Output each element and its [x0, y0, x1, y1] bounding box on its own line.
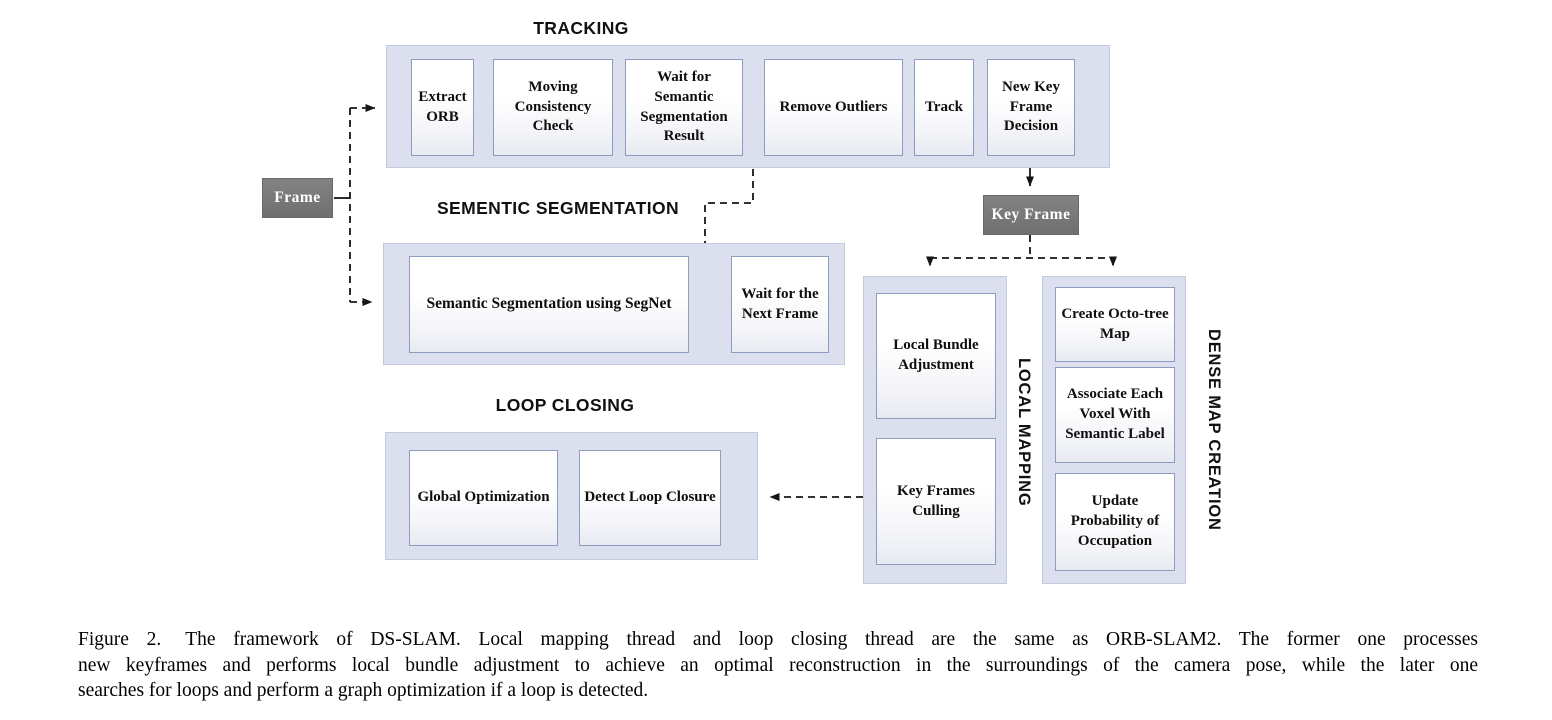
loop-closing-title: LOOP CLOSING [495, 395, 635, 415]
box-create-octotree-map: Create Octo-tree Map [1055, 287, 1175, 362]
box-semantic-segmentation-segnet: Semantic Segmentation using SegNet [409, 256, 689, 353]
box-new-key-frame-decision: New Key Frame Decision [987, 59, 1075, 156]
key-frame-node: Key Frame [983, 195, 1079, 235]
box-moving-consistency-check: Moving Consistency Check [493, 59, 613, 156]
local-mapping-vertical-label: LOCAL MAPPING [1015, 357, 1033, 507]
tracking-title: TRACKING [533, 18, 629, 38]
tracking-panel: Extract ORB Moving Consistency Check Wai… [386, 45, 1110, 168]
box-associate-voxel-semantic-label: Associate Each Voxel With Semantic Label [1055, 367, 1175, 463]
box-detect-loop-closure: Detect Loop Closure [579, 450, 721, 546]
caption-line-1: Figure 2. The framework of DS-SLAM. Local… [78, 627, 1478, 653]
figure-caption: Figure 2. The framework of DS-SLAM. Local… [78, 627, 1478, 704]
box-global-optimization: Global Optimization [409, 450, 558, 546]
box-wait-semantic-segmentation-result: Wait for Semantic Segmentation Result [625, 59, 743, 156]
dense-map-creation-vertical-label: DENSE MAP CREATION [1205, 329, 1223, 531]
dense-map-creation-panel: Create Octo-tree Map Associate Each Voxe… [1042, 276, 1186, 584]
box-remove-outliers: Remove Outliers [764, 59, 903, 156]
box-local-bundle-adjustment: Local Bundle Adjustment [876, 293, 996, 419]
semantic-segmentation-panel: Semantic Segmentation using SegNet Wait … [383, 243, 845, 365]
local-mapping-panel: Local Bundle Adjustment Key Frames Culli… [863, 276, 1007, 584]
box-track: Track [914, 59, 974, 156]
box-key-frames-culling: Key Frames Culling [876, 438, 996, 565]
frame-node: Frame [262, 178, 333, 218]
caption-line-2: new keyframes and performs local bundle … [78, 654, 1478, 676]
box-extract-orb: Extract ORB [411, 59, 474, 156]
connector-keyframe-split [930, 235, 1113, 259]
caption-figure-label: Figure 2. [78, 629, 162, 650]
semantic-segmentation-title: SEMENTIC SEGMENTATION [436, 198, 680, 218]
caption-line-3: searches for loops and perform a graph o… [78, 680, 649, 701]
loop-closing-panel: Global Optimization Detect Loop Closure [385, 432, 758, 560]
box-wait-next-frame: Wait for the Next Frame [731, 256, 829, 353]
caption-line-1-text: The framework of DS-SLAM. Local mapping … [185, 629, 1478, 650]
box-update-probability-occupation: Update Probability of Occupation [1055, 473, 1175, 571]
